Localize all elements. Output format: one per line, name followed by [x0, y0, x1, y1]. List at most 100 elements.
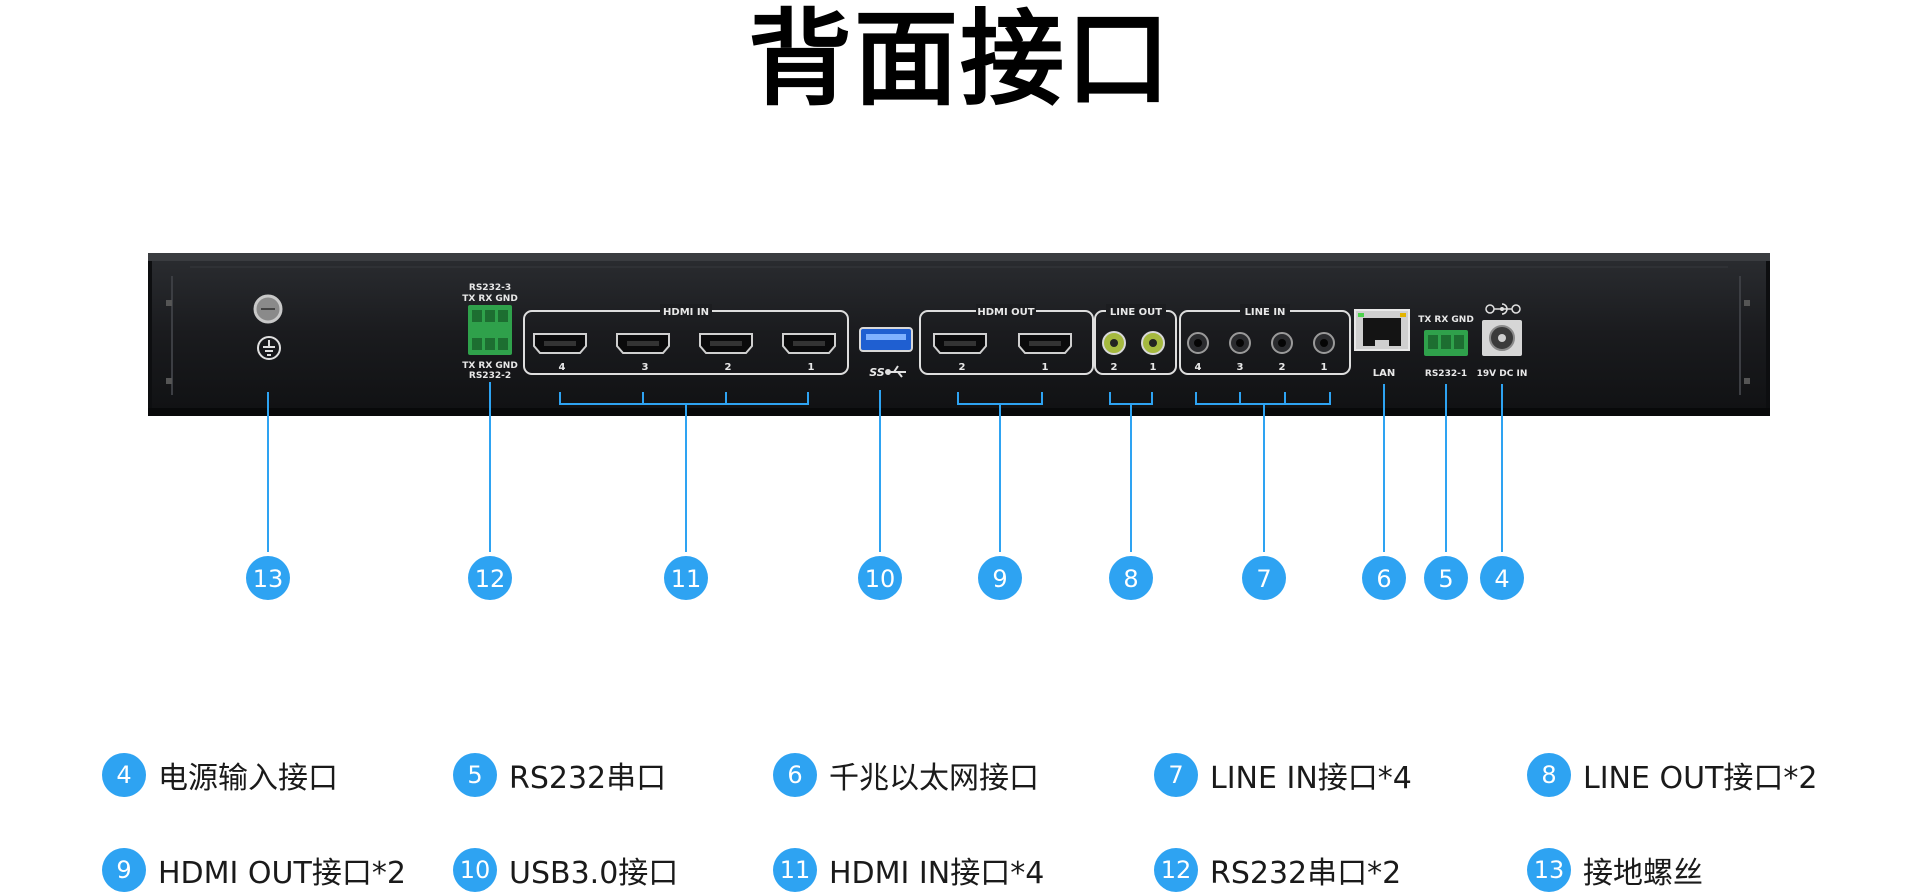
usb-icon — [885, 365, 906, 378]
usb3-port: SS — [859, 327, 913, 379]
rs232-2-pins-label: TX RX GND — [462, 361, 518, 371]
callout-number: 12 — [475, 565, 506, 593]
hdmi-out-port-label: 1 — [1042, 362, 1049, 373]
hdmi-out-group: HDMI OUT 2 1 — [919, 304, 1094, 375]
dc-polarity-icon — [1485, 303, 1521, 315]
callout-number: 13 — [253, 565, 284, 593]
legend-item-12: 12 RS232串口*2 — [1154, 848, 1401, 892]
callout-badge-13 — [246, 556, 290, 600]
legend-label: HDMI IN接口*4 — [829, 856, 1045, 891]
legend-item-9: 9 HDMI OUT接口*2 — [102, 848, 406, 892]
line-out-jack-1 — [1141, 331, 1165, 355]
legend-item-10: 10 USB3.0接口 — [453, 848, 678, 892]
line-in-port-label: 3 — [1237, 362, 1244, 373]
hdmi-out-port-2 — [933, 333, 987, 354]
legend-label: USB3.0接口 — [509, 856, 679, 891]
legend-badge: 7 — [1154, 753, 1198, 797]
callout-badge-8 — [1109, 556, 1153, 600]
callout-lines — [267, 382, 1503, 552]
line-out-title: LINE OUT — [1110, 307, 1162, 318]
callout-badge-10 — [858, 556, 902, 600]
hdmi-in-port-label: 1 — [808, 362, 815, 373]
rs232-1-label: RS232-1 — [1425, 369, 1467, 379]
legend-badge: 11 — [773, 848, 817, 892]
rs232-3-pins-label: TX RX GND — [462, 294, 518, 304]
callout-number: 8 — [1123, 565, 1138, 593]
legend-badge: 13 — [1527, 848, 1571, 892]
callout-number: 11 — [671, 565, 702, 593]
line-in-port-label: 2 — [1279, 362, 1286, 373]
rs232-2-3-terminals: RS232-3 TX RX GND TX RX GND RS232-2 — [462, 283, 518, 381]
callout-badge-7 — [1242, 556, 1286, 600]
legend-item-11: 11 HDMI IN接口*4 — [773, 848, 1044, 892]
page-title: 背面接口 — [747, 0, 1172, 120]
legend-badge: 4 — [102, 753, 146, 797]
legend-badge: 5 — [453, 753, 497, 797]
lan-port: LAN — [1354, 309, 1410, 379]
hdmi-in-port-2 — [699, 333, 753, 354]
legend-badge: 12 — [1154, 848, 1198, 892]
legend-label: HDMI OUT接口*2 — [158, 856, 406, 891]
lan-label: LAN — [1373, 368, 1395, 379]
hdmi-out-port-1 — [1018, 333, 1072, 354]
legend-label: 千兆以太网接口 — [829, 761, 1039, 796]
callout-badge-5 — [1424, 556, 1468, 600]
callout-badge-9 — [978, 556, 1022, 600]
rs232-1-pins-label: TX RX GND — [1418, 315, 1474, 325]
legend-badge: 9 — [102, 848, 146, 892]
hdmi-in-group: HDMI IN 4 3 2 1 — [523, 304, 849, 375]
legend-item-4: 4 电源输入接口 — [102, 753, 338, 797]
callout-badge-12 — [468, 556, 512, 600]
ground-screw — [253, 294, 283, 360]
line-in-port-label: 1 — [1321, 362, 1328, 373]
callout-number: 5 — [1438, 565, 1453, 593]
usb-ss-label: SS — [869, 366, 885, 379]
legend-label: LINE IN接口*4 — [1210, 761, 1412, 796]
legend-badge: 8 — [1527, 753, 1571, 797]
line-in-jack-2 — [1271, 332, 1293, 354]
callout-badge-11 — [664, 556, 708, 600]
line-out-port-label: 2 — [1111, 362, 1118, 373]
legend-item-13: 13 接地螺丝 — [1527, 848, 1703, 892]
hdmi-in-port-1 — [782, 333, 836, 354]
power-label: 19V DC IN — [1477, 369, 1528, 379]
hdmi-in-port-label: 3 — [642, 362, 649, 373]
callout-number: 4 — [1494, 565, 1509, 593]
legend-item-5: 5 RS232串口 — [453, 753, 666, 797]
line-in-port-label: 4 — [1195, 362, 1202, 373]
ground-symbol-icon — [257, 336, 281, 360]
line-in-group: LINE IN 4 3 2 1 — [1179, 304, 1351, 375]
hdmi-in-title: HDMI IN — [663, 307, 709, 318]
dc-power-jack: 19V DC IN — [1477, 303, 1528, 379]
callout-badge-4 — [1480, 556, 1524, 600]
hdmi-in-port-3 — [616, 333, 670, 354]
legend-label: 电源输入接口 — [158, 761, 338, 796]
rs232-2-label: RS232-2 — [469, 371, 511, 381]
line-in-title: LINE IN — [1245, 307, 1286, 318]
hdmi-out-title: HDMI OUT — [977, 307, 1034, 318]
line-out-port-label: 1 — [1150, 362, 1157, 373]
line-in-jack-3 — [1229, 332, 1251, 354]
rs232-3-label: RS232-3 — [469, 283, 511, 293]
line-in-jack-1 — [1313, 332, 1335, 354]
line-out-jack-2 — [1102, 331, 1126, 355]
hdmi-out-port-label: 2 — [959, 362, 966, 373]
legend-item-7: 7 LINE IN接口*4 — [1154, 753, 1412, 797]
rs232-1-terminal: TX RX GND RS232-1 — [1418, 315, 1474, 379]
line-in-jack-4 — [1187, 332, 1209, 354]
legend-label: RS232串口 — [509, 761, 667, 796]
hdmi-in-port-label: 4 — [559, 362, 566, 373]
callout-number: 10 — [865, 565, 896, 593]
legend-label: LINE OUT接口*2 — [1583, 761, 1818, 796]
hdmi-in-port-4 — [533, 333, 587, 354]
line-out-group: LINE OUT 2 1 — [1094, 304, 1177, 375]
callout-badge-6 — [1362, 556, 1406, 600]
legend-badge: 10 — [453, 848, 497, 892]
legend-item-6: 6 千兆以太网接口 — [773, 753, 1039, 797]
callout-number: 6 — [1376, 565, 1391, 593]
callout-number: 7 — [1256, 565, 1271, 593]
legend-item-8: 8 LINE OUT接口*2 — [1527, 753, 1817, 797]
legend-badge: 6 — [773, 753, 817, 797]
callout-badges: 13 12 11 10 9 8 7 6 5 4 — [246, 556, 1524, 600]
